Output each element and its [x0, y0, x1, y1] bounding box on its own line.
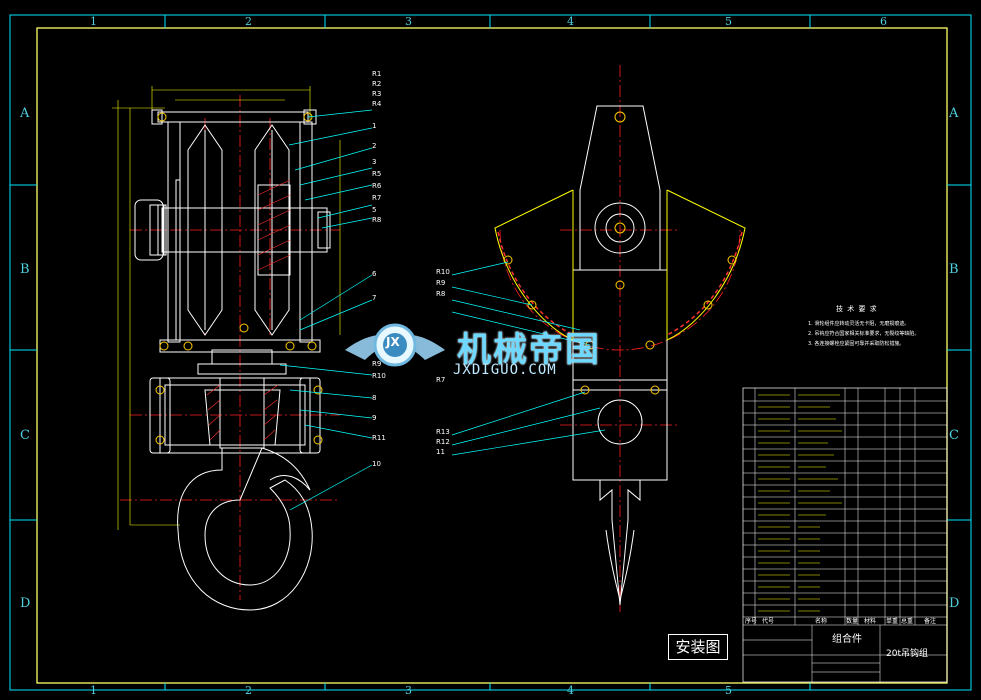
balloon: R7	[436, 376, 446, 384]
zone-label-top-2: 2	[245, 15, 252, 28]
balloon: 8	[372, 394, 377, 402]
balloon: 9	[372, 414, 377, 422]
zone-label-top-5: 5	[725, 15, 732, 28]
zone-label-bottom-1: 1	[90, 684, 97, 697]
parts-header-name: 名称	[815, 618, 828, 625]
zone-label-top-4: 4	[567, 15, 574, 28]
zone-label-bottom-2: 2	[245, 684, 252, 697]
balloon: 10	[372, 460, 381, 468]
zone-label-side-c-left: C	[20, 428, 30, 443]
title-block-name: 20t吊钩组	[886, 649, 928, 659]
parts-header-remark: 备注	[924, 618, 937, 625]
zone-label-bottom-3: 3	[405, 684, 412, 697]
zone-label-side-a-right: A	[949, 106, 959, 121]
zone-label-top-3: 3	[405, 15, 412, 28]
parts-header-unit-weight: 单重	[886, 618, 899, 625]
parts-header-qty: 数量	[846, 618, 859, 625]
watermark-subtitle: JXDIGUO.COM	[453, 362, 557, 378]
technical-note: 1. 滑轮组件应转动灵活无卡阻，无磨损痕迹。	[808, 321, 910, 327]
balloon: R5	[372, 170, 382, 178]
balloon: R13	[436, 428, 450, 436]
balloon: R6	[372, 182, 382, 190]
balloon: R12	[436, 438, 450, 446]
balloon: 3	[372, 158, 377, 166]
balloon: 11	[436, 448, 445, 456]
parts-list	[742, 387, 948, 683]
technical-note: 2. 吊钩应符合国家相关标准要求，无裂纹等缺陷。	[808, 331, 920, 337]
zone-label-top-1: 1	[90, 15, 97, 28]
zone-label-side-d-left: D	[20, 596, 31, 611]
balloon: 5	[372, 206, 377, 214]
parts-header-code: 代号	[762, 618, 775, 625]
balloon: 6	[372, 270, 377, 278]
balloon: R11	[372, 434, 386, 442]
balloon: R9	[372, 360, 382, 368]
title-block-assembly: 组合件	[832, 634, 862, 645]
watermark: JX 机械帝国 JXDIGUO.COM	[345, 318, 645, 382]
parts-header-material: 材料	[864, 618, 877, 625]
zone-label-side-b-left: B	[20, 262, 30, 277]
balloon: R1	[372, 70, 382, 78]
zone-label-bottom-5: 5	[725, 684, 732, 697]
balloon: R4	[372, 100, 382, 108]
watermark-logo-text: JX	[386, 335, 400, 349]
front-view	[112, 86, 373, 611]
balloon: 7	[372, 294, 377, 302]
balloon: R8	[372, 216, 382, 224]
zone-label-side-c-right: C	[949, 428, 959, 443]
install-drawing-label: 安装图	[668, 634, 728, 660]
watermark-logo	[345, 323, 445, 367]
balloon: R10	[436, 268, 450, 276]
zone-label-side-a-left: A	[20, 106, 30, 121]
balloon: 1	[372, 122, 377, 130]
technical-note: 3. 各连接螺栓应紧固可靠并采取防松措施。	[808, 341, 905, 347]
balloon: R8	[436, 290, 446, 298]
zone-label-side-d-right: D	[949, 596, 960, 611]
technical-requirements-title: 技 术 要 求	[836, 305, 878, 313]
watermark-title: 机械帝国	[457, 330, 601, 370]
balloon: 2	[372, 142, 377, 150]
parts-header-seq: 序号	[745, 618, 758, 625]
zone-label-side-b-right: B	[949, 262, 959, 277]
zone-label-bottom-4: 4	[567, 684, 574, 697]
parts-header-total-weight: 总重	[901, 618, 914, 625]
zone-label-top-6: 6	[880, 15, 887, 28]
balloon: R10	[372, 372, 386, 380]
balloon: R3	[372, 90, 382, 98]
balloon: R7	[372, 194, 382, 202]
balloon: R9	[436, 279, 446, 287]
side-view	[451, 65, 746, 612]
drawing-frame	[9, 14, 972, 691]
balloon: R2	[372, 80, 382, 88]
